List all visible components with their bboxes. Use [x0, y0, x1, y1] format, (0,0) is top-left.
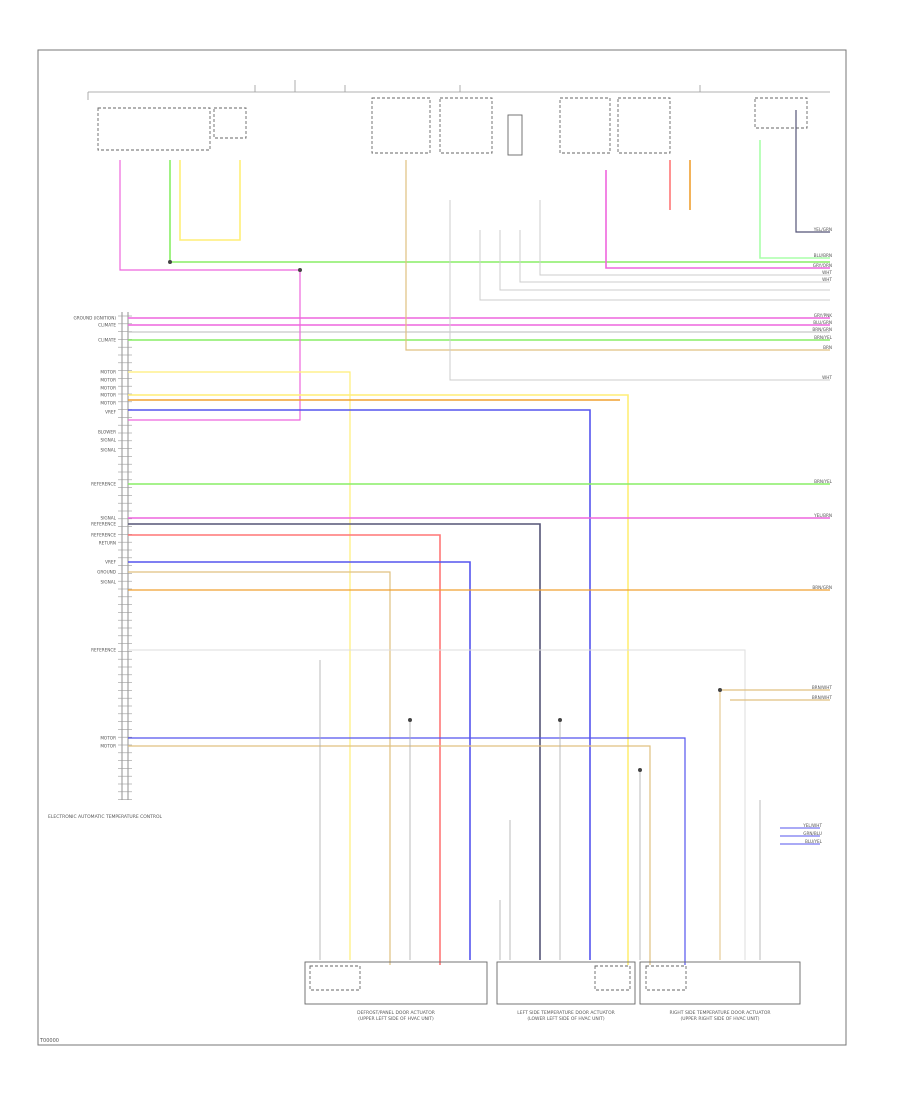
wire-yellow-top: [179, 160, 241, 241]
relay-b: [439, 97, 493, 154]
right-pin-label: BLU/BRN: [814, 253, 832, 258]
wire-pink-right: [605, 170, 830, 269]
actuator-location-3: (UPPER RIGHT SIDE OF HVAC UNIT): [680, 1016, 759, 1022]
relay-d: [617, 97, 671, 154]
left-pin-label: MOTOR: [100, 386, 116, 391]
splice-points: [168, 260, 722, 772]
wire-lightgreen-right: [759, 140, 830, 259]
blower-motor-switch: [97, 107, 211, 151]
wire-set: [119, 110, 830, 965]
left-pin-label: MOTOR: [100, 736, 116, 741]
left-pin-label: SIGNAL: [101, 448, 117, 453]
wire-tan-low: [128, 745, 651, 965]
left-pin-label: VREF: [105, 410, 116, 415]
diagram-footer-id: T00000: [39, 1038, 59, 1044]
right-pin-label: WHT: [822, 277, 832, 282]
relay-c: [559, 97, 611, 154]
top-components: [97, 97, 808, 156]
right-pin-label: BRN/YEL: [814, 479, 833, 484]
right-pin-label: GRN/BLU: [803, 831, 822, 836]
left-pin-label: MOTOR: [100, 393, 116, 398]
right-pin-labels: YEL/GRN BLU/BRN GRY/ORN WHT WHT GRY/PNK BLU/GR…: [802, 227, 832, 844]
wire-gray-mid: [128, 649, 746, 960]
left-pin-label: GROUND (IGNITION): [73, 316, 116, 321]
wire-red-mid: [128, 534, 441, 965]
wire-yellow-2: [128, 394, 629, 965]
left-pin-label: RETURN: [99, 541, 116, 546]
left-pin-label: SIGNAL: [101, 516, 117, 521]
wire-pink-top: [119, 160, 301, 421]
right-pin-label: GRY/ORN: [813, 263, 832, 268]
relay-a: [371, 97, 431, 154]
wire-gray-bundle-4: [519, 230, 830, 283]
left-pin-label: REFERENCE: [91, 482, 116, 487]
wire-yellow-1: [128, 371, 351, 960]
wire-tan-mid: [128, 571, 391, 965]
left-pin-label: MOTOR: [100, 401, 116, 406]
right-pin-label: BRN/WHT: [812, 695, 833, 700]
right-pin-label: BRN/GRN: [812, 327, 832, 332]
left-pin-label: SIGNAL: [101, 580, 117, 585]
module-label: ELECTRONIC AUTOMATIC TEMPERATURE CONTROL: [48, 814, 163, 820]
wire-blue-mid: [128, 561, 471, 960]
right-pin-label: BLU/GRN: [813, 320, 832, 325]
module-connector-strip: [121, 312, 129, 800]
left-pin-label: GROUND: [97, 570, 116, 575]
left-temperature-door-actuator: [496, 961, 636, 1005]
connector-c1: [507, 114, 523, 156]
left-pin-label: MOTOR: [100, 378, 116, 383]
wire-gray-bundle-3: [499, 230, 830, 291]
wire-gray-bundle-2: [479, 230, 830, 301]
right-pin-label: YEL/WHT: [802, 823, 822, 828]
wire-gray-bundle-5: [539, 200, 830, 276]
left-pin-label: VREF: [105, 560, 116, 565]
right-pin-label: BRN/WHT: [812, 685, 833, 690]
right-pin-label: YEL/BRN: [813, 513, 832, 518]
left-pin-label: REFERENCE: [91, 522, 116, 527]
blower-resistor: [213, 107, 247, 139]
wire-purple-right: [795, 110, 830, 233]
actuator-label-2: LEFT SIDE TEMPERATURE DOOR ACTUATOR: [517, 1010, 615, 1016]
right-pin-label: GRY/PNK: [814, 313, 833, 318]
right-pin-label: BRN: [823, 345, 832, 350]
left-pin-label: REFERENCE: [91, 648, 116, 653]
actuator-location-2: (LOWER LEFT SIDE OF HVAC UNIT): [527, 1016, 604, 1022]
left-pin-labels: GROUND (IGNITION) CLIMATE CLIMATE MOTOR MOTO…: [73, 316, 116, 749]
right-pin-label: BRN/GRN: [812, 585, 832, 590]
wire-blue-1: [128, 409, 591, 960]
wire-blue-right-stub: [780, 827, 820, 845]
left-pin-label: MOTOR: [100, 370, 116, 375]
diagram-frame: [37, 49, 847, 1046]
right-pin-label: BLU/YEL: [805, 839, 823, 844]
wire-gray-bundle-1: [449, 200, 830, 381]
left-pin-label: BLOWER: [98, 430, 116, 435]
right-pin-label: WHT: [822, 375, 832, 380]
actuator-label-3: RIGHT SIDE TEMPERATURE DOOR ACTUATOR: [669, 1010, 770, 1016]
left-pin-label: CLIMATE: [98, 323, 116, 328]
left-pin-label: MOTOR: [100, 744, 116, 749]
right-pin-label: BRN/YEL: [814, 335, 833, 340]
wire-tan-vertical: [405, 160, 830, 351]
top-power-rails: [87, 80, 830, 100]
connector-pin-ticks: [118, 315, 132, 800]
right-temperature-door-actuator: [639, 961, 801, 1005]
pressure-switch: [754, 97, 808, 129]
actuator-location-1: (UPPER LEFT SIDE OF HVAC UNIT): [358, 1016, 434, 1022]
defrost-panel-door-actuator: [304, 961, 488, 1005]
actuator-label-1: DEFROST/PANEL DOOR ACTUATOR: [357, 1010, 435, 1016]
wire-purple-mid: [128, 523, 541, 960]
left-pin-label: REFERENCE: [91, 533, 116, 538]
bottom-actuators: [304, 961, 801, 1005]
left-pin-label: SIGNAL: [101, 438, 117, 443]
left-pin-label: CLIMATE: [98, 338, 116, 343]
right-pin-label: YEL/GRN: [813, 227, 832, 232]
wire-blue-low: [128, 737, 686, 965]
right-pin-label: WHT: [822, 270, 832, 275]
